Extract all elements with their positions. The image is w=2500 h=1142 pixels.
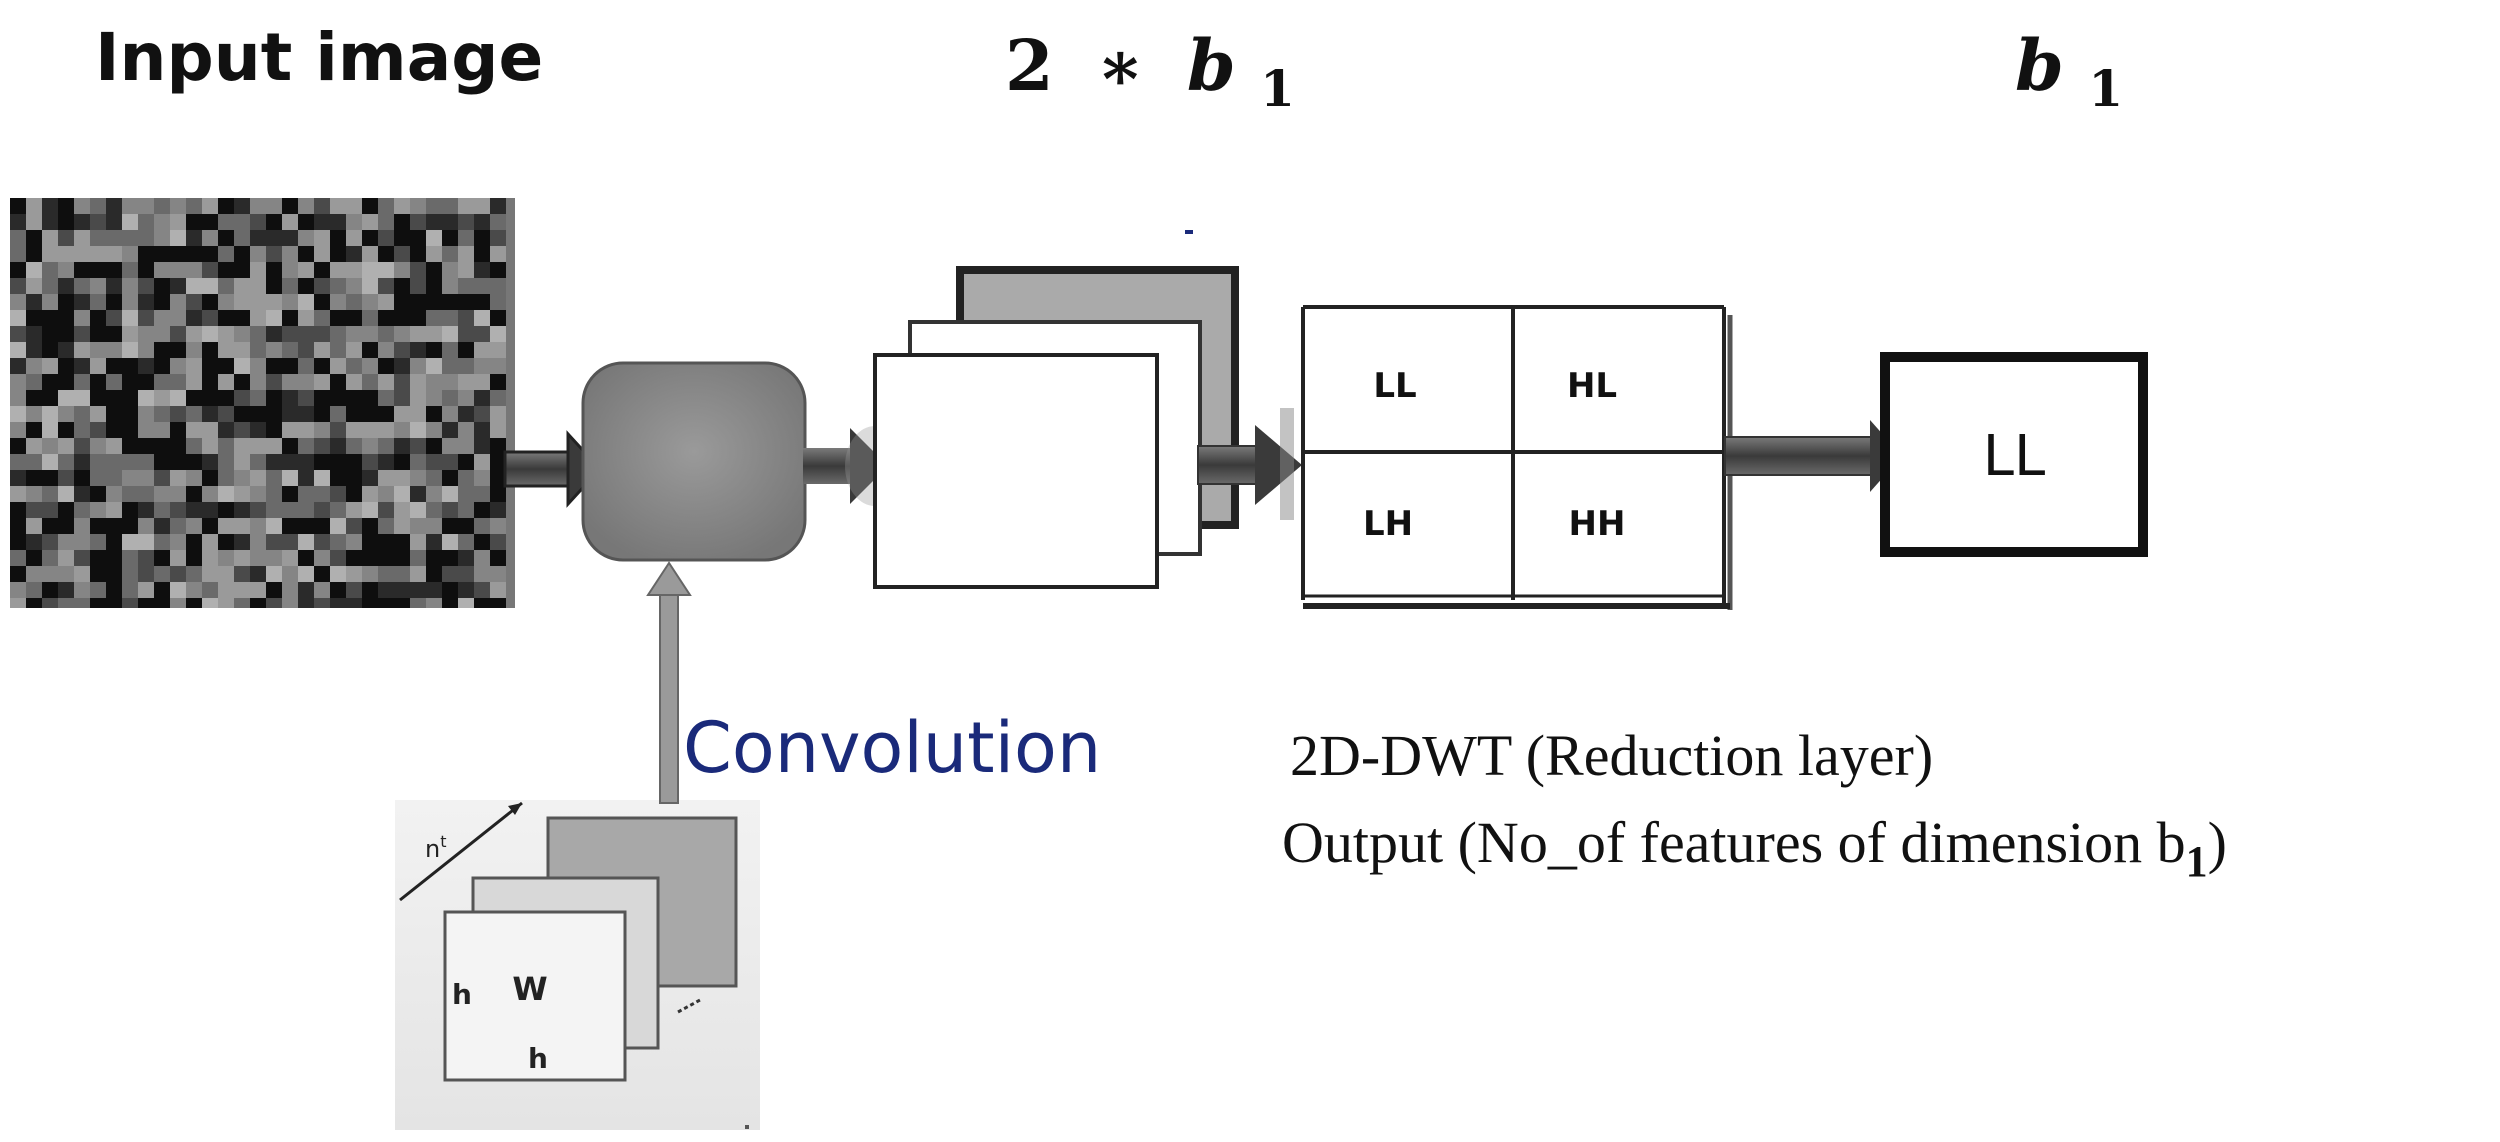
formula-variable: b — [1187, 24, 1236, 107]
feature-map-stack — [873, 230, 1239, 589]
svg-text:2 ∗ b 1: 2 ∗ b 1 — [1005, 24, 1295, 118]
formula-subscript: 1 — [1260, 59, 1295, 118]
arrow-dwt-to-output — [1724, 420, 1902, 492]
dwt-caption: 2D-DWT (Reduction layer) — [1290, 723, 1933, 788]
output-formula-subscript: 1 — [2088, 59, 2123, 118]
arrow-kernel-to-conv — [646, 561, 692, 804]
output-caption: Output (No_of features of dimension b1) — [1282, 810, 2227, 886]
convolution-block — [581, 361, 807, 562]
output-ll-box: LL — [1880, 352, 2148, 557]
subband-lh: LH — [1363, 504, 1413, 544]
output-dimension-formula: b 1 — [2015, 24, 2123, 118]
kernel-front — [443, 910, 627, 1082]
kernel-width-label: W — [512, 970, 547, 1008]
input-image-label: Input image — [95, 19, 543, 96]
subband-hl: HL — [1567, 366, 1617, 406]
output-ll-label: LL — [1983, 424, 2045, 489]
kernel-stack: nt W h h — [395, 800, 760, 1130]
dwt-subband-grid: LL HL LH HH — [1301, 305, 1733, 610]
kernel-height-left-label: h — [452, 978, 472, 1011]
formula-operator: ∗ — [1096, 24, 1144, 107]
arrow-features-to-dwt — [1197, 408, 1302, 520]
feature-map-front — [873, 353, 1159, 589]
svg-text:b 1: b 1 — [2015, 24, 2123, 118]
subband-ll: LL — [1373, 366, 1416, 406]
kernel-depth-label: nt — [425, 832, 447, 863]
feature-count-formula: 2 ∗ b 1 — [1005, 24, 1295, 118]
subband-hh: HH — [1569, 504, 1626, 544]
formula-coefficient: 2 — [1005, 24, 1054, 107]
kernel-height-bottom-label: h — [528, 1042, 548, 1075]
input-image — [10, 198, 515, 608]
output-formula-variable: b — [2015, 24, 2064, 107]
convolution-caption: Convolution — [683, 707, 1101, 789]
